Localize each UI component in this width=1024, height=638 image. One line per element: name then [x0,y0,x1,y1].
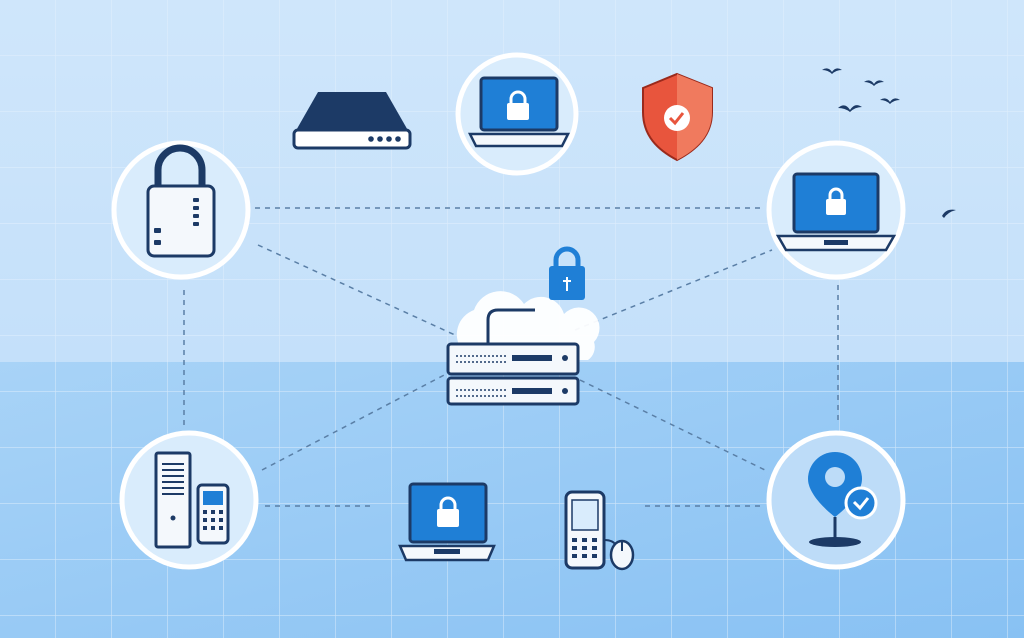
connection-lines [183,207,839,507]
location-pin-check-icon [808,452,878,547]
laptop-lock-icon [775,172,897,252]
laptop-lock-icon [467,76,571,148]
central-server-cloud-icon [446,291,600,406]
laptop-lock-icon [398,482,496,562]
mouse-icon [603,539,635,571]
bird-icon [822,68,956,218]
padlock-device-icon [146,144,216,258]
shield-icon [642,72,713,162]
mobile-phone-icon [564,490,606,570]
server-tower-phone-icon [154,451,230,549]
router-icon [292,92,412,150]
small-lock-icon [549,246,585,300]
